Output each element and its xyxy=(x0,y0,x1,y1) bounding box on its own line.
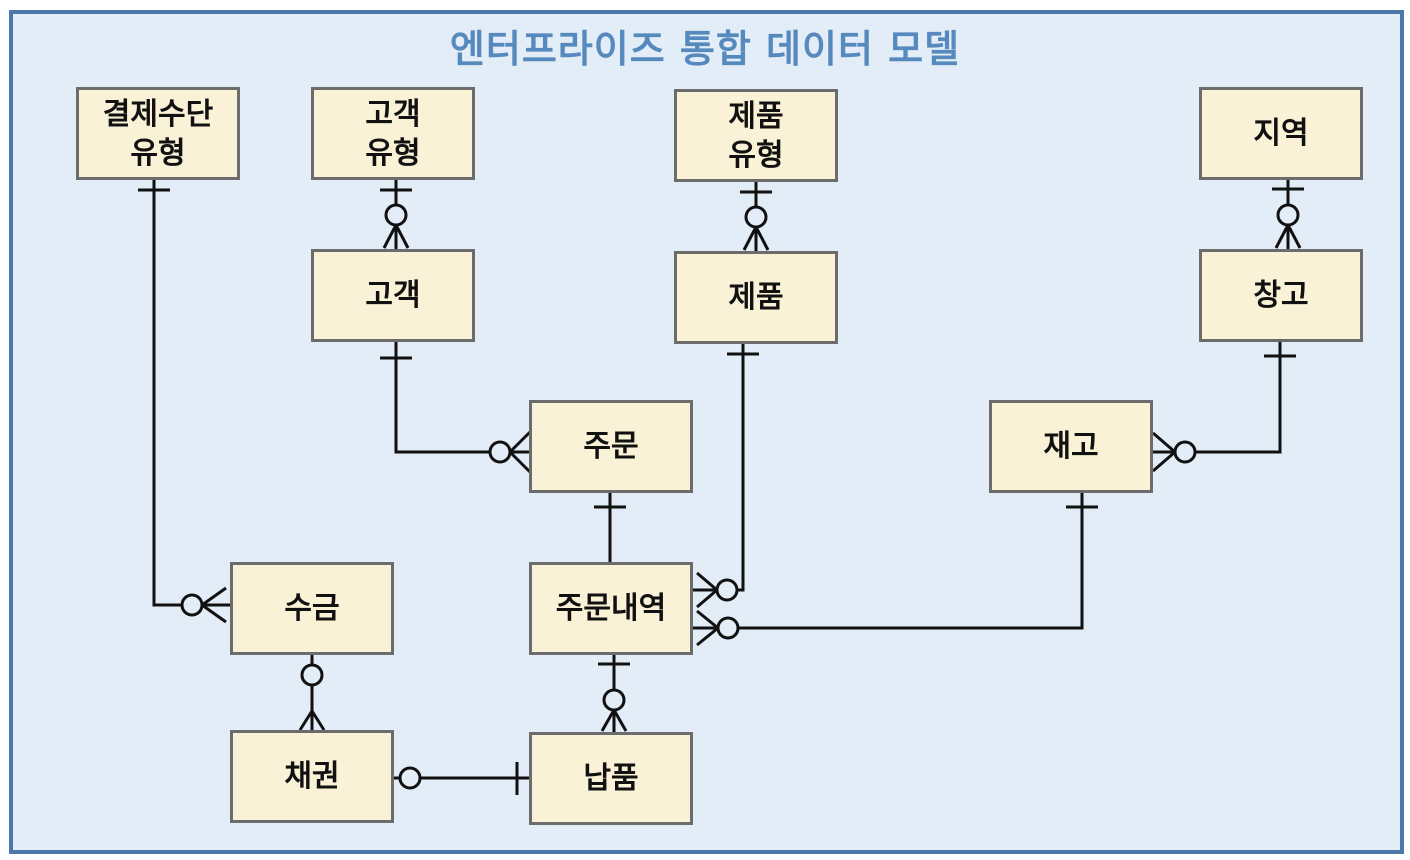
rel-customer-order xyxy=(380,342,532,474)
entity-warehouse[interactable]: 창고 xyxy=(1199,249,1363,342)
diagram-title: 엔터프라이즈 통합 데이터 모델 xyxy=(449,27,961,71)
rel-inventory-order-detail xyxy=(692,493,1098,647)
rel-warehouse-inventory xyxy=(1152,342,1296,473)
entity-receivable[interactable]: 채권 xyxy=(230,730,394,823)
entity-payment-type[interactable]: 결제수단 유형 xyxy=(76,87,240,180)
entity-customer-type[interactable]: 고객 유형 xyxy=(311,87,475,180)
rel-product-order-detail xyxy=(692,344,759,609)
entity-delivery[interactable]: 납품 xyxy=(529,732,693,825)
entity-product[interactable]: 제품 xyxy=(674,251,838,344)
rel-payment-type-collection xyxy=(138,180,230,624)
entity-product-type[interactable]: 제품 유형 xyxy=(674,89,838,182)
entity-collection[interactable]: 수금 xyxy=(230,562,394,655)
rel-region-warehouse xyxy=(1272,180,1304,250)
entity-inventory[interactable]: 재고 xyxy=(989,400,1153,493)
rel-delivery-receivable xyxy=(392,762,530,795)
entity-customer[interactable]: 고객 xyxy=(311,249,475,342)
rel-order-detail-delivery xyxy=(598,654,630,733)
rel-order-order-detail xyxy=(594,493,626,563)
entity-region[interactable]: 지역 xyxy=(1199,87,1363,180)
rel-customer-type-customer xyxy=(380,180,412,250)
rel-product-type-product xyxy=(740,182,772,252)
entity-order[interactable]: 주문 xyxy=(529,400,693,493)
entity-order-detail[interactable]: 주문내역 xyxy=(529,562,693,655)
rel-collection-receivable xyxy=(298,654,326,731)
